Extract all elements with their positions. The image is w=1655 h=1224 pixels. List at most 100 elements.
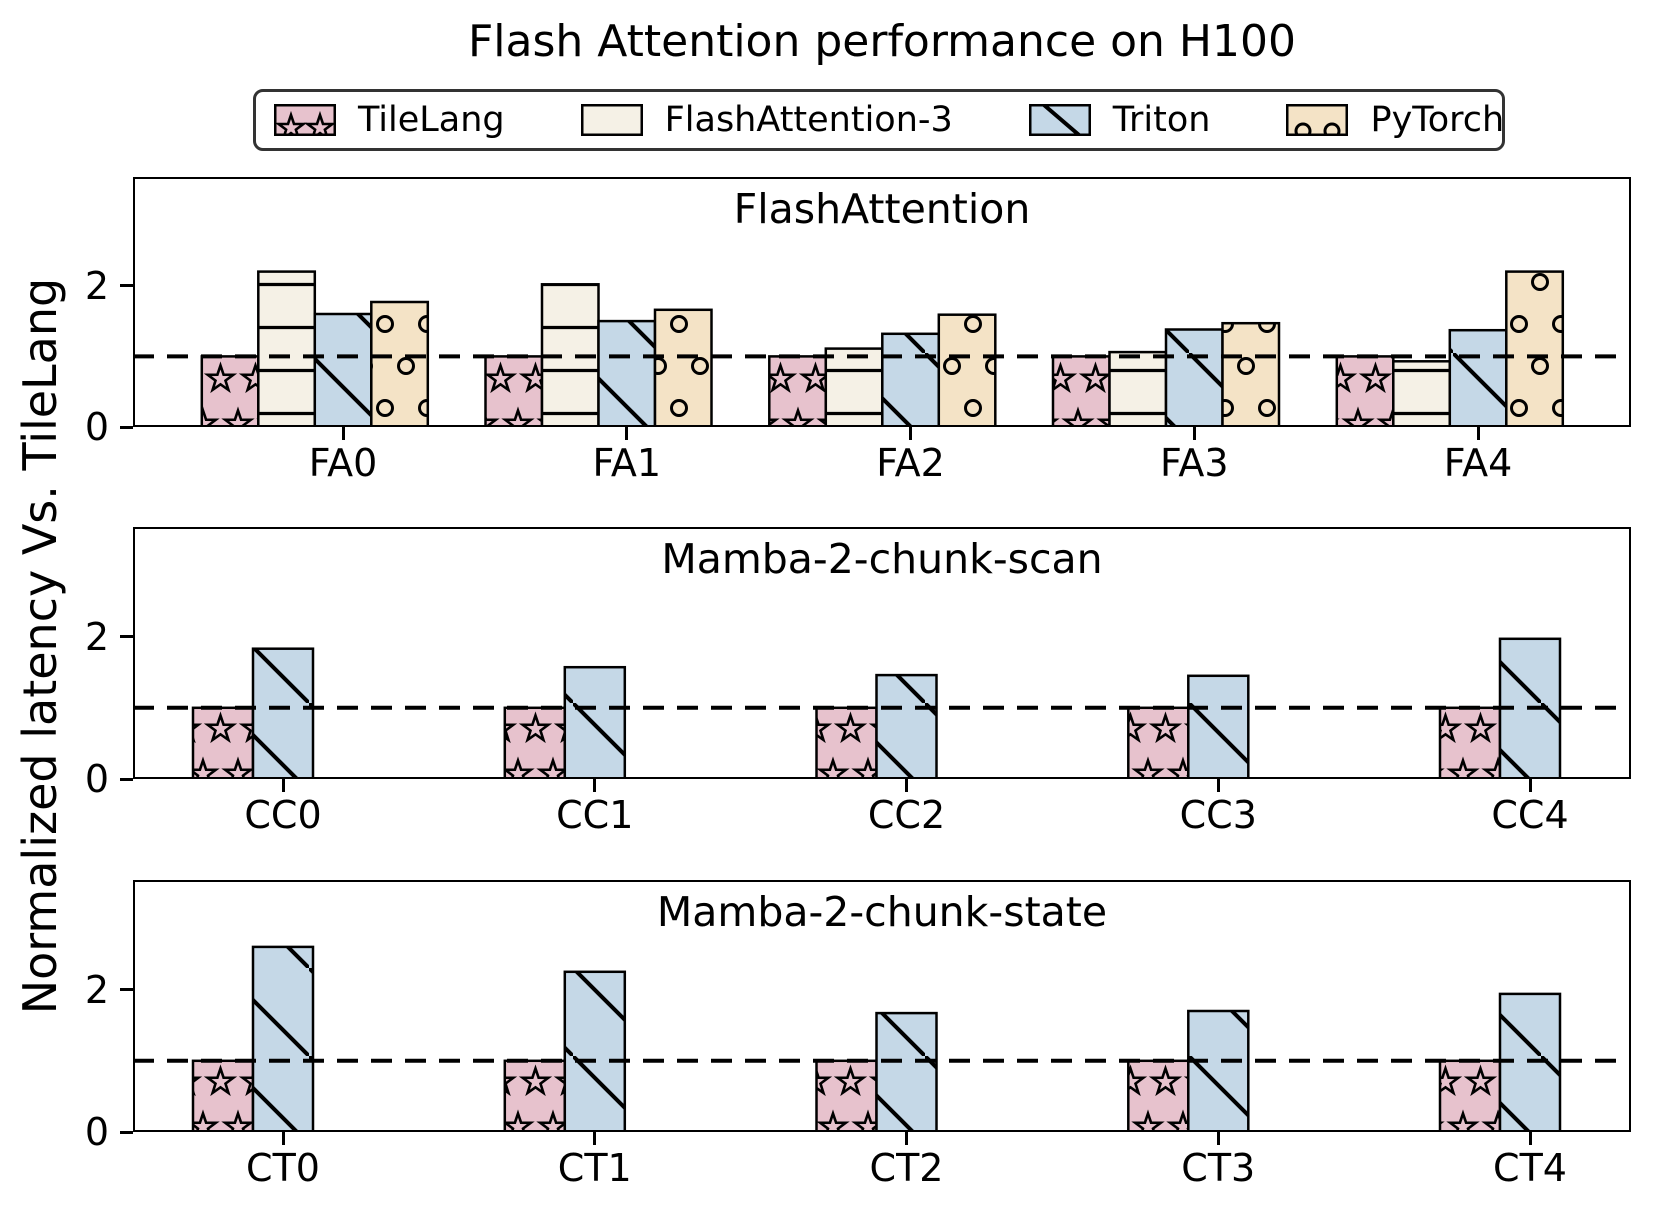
x-tick-mark xyxy=(1476,427,1480,440)
y-tick-label: 0 xyxy=(84,1110,109,1154)
bar-CT0-TileLang xyxy=(191,1059,255,1132)
bar-FA0-FlashAttention-3 xyxy=(257,270,317,427)
bar-FA0-Triton xyxy=(313,312,373,427)
legend-item-flashattention-3: FlashAttention-3 xyxy=(580,100,953,140)
bar-CT4-TileLang xyxy=(1438,1059,1502,1132)
bar-CT0-Triton xyxy=(251,945,315,1132)
legend-item-triton: Triton xyxy=(1028,100,1211,140)
bar-FA0-PyTorch xyxy=(370,300,430,427)
bar-FA4-Triton xyxy=(1448,328,1508,427)
bar-CC3-Triton xyxy=(1187,674,1250,779)
bar-FA4-TileLang xyxy=(1335,355,1395,427)
plot-frame-flashattention xyxy=(133,177,1631,427)
bar-FA1-Triton xyxy=(597,319,657,427)
legend-label: PyTorch xyxy=(1370,100,1505,140)
legend-item-pytorch: PyTorch xyxy=(1286,100,1504,140)
plot-area-mamba-2-chunk-scan xyxy=(133,637,1631,779)
bar-FA2-Triton xyxy=(881,332,941,427)
plot-frame-mamba-2-chunk-state xyxy=(133,880,1631,1132)
x-tick-label-FA2: FA2 xyxy=(876,441,945,485)
chart-title: Flash Attention performance on H100 xyxy=(468,16,1296,67)
y-tick-mark xyxy=(120,1130,133,1134)
x-tick-mark xyxy=(341,427,345,440)
bar-CT3-TileLang xyxy=(1127,1059,1190,1132)
subplot-title-mamba-2-chunk-scan: Mamba-2-chunk-scan xyxy=(661,535,1103,583)
bar-FA2-PyTorch xyxy=(937,313,997,427)
x-tick-label-FA1: FA1 xyxy=(592,441,662,485)
plot-area-flashattention xyxy=(133,270,1631,427)
x-tick-label-CC0: CC0 xyxy=(244,793,322,837)
bar-FA2-TileLang xyxy=(768,355,828,427)
x-tick-label-CC2: CC2 xyxy=(867,793,946,837)
subplot-title-flashattention: FlashAttention xyxy=(733,185,1031,233)
x-tick-mark xyxy=(625,427,629,440)
bar-FA4-FlashAttention-3 xyxy=(1392,360,1452,427)
bar-CT3-Triton xyxy=(1187,1009,1250,1132)
x-tick-label-CT0: CT0 xyxy=(246,1146,320,1190)
y-tick-label: 2 xyxy=(84,263,109,308)
bar-CC1-TileLang xyxy=(503,706,567,779)
plot-area-mamba-2-chunk-state xyxy=(133,945,1631,1132)
y-tick-mark xyxy=(120,777,133,781)
legend-swatch-diag-icon xyxy=(1028,104,1091,136)
y-tick-mark xyxy=(120,988,133,992)
x-tick-mark xyxy=(593,1132,597,1145)
x-tick-label-CT2: CT2 xyxy=(869,1146,944,1190)
bar-CC2-Triton xyxy=(875,673,938,779)
legend-swatch-hlines-icon xyxy=(580,104,643,136)
x-tick-label-FA3: FA3 xyxy=(1159,441,1229,485)
legend-label: FlashAttention-3 xyxy=(664,100,953,140)
y-tick-label: 2 xyxy=(84,614,109,659)
x-tick-label-FA4: FA4 xyxy=(1443,441,1513,485)
y-tick-mark xyxy=(120,635,133,639)
bar-FA3-FlashAttention-3 xyxy=(1108,350,1168,427)
bar-FA1-TileLang xyxy=(484,355,544,427)
x-tick-mark xyxy=(905,779,908,792)
legend-label: Triton xyxy=(1112,100,1211,140)
x-tick-label-CC4: CC4 xyxy=(1491,793,1569,837)
legend-item-tilelang: TileLang xyxy=(274,100,505,140)
plot-frame-mamba-2-chunk-scan xyxy=(133,527,1631,779)
bar-CT1-Triton xyxy=(563,970,627,1132)
bar-CC2-TileLang xyxy=(815,706,878,779)
bar-CC0-TileLang xyxy=(191,706,255,779)
legend-swatch-circles-icon xyxy=(1286,104,1349,136)
bar-CC0-Triton xyxy=(251,647,315,779)
x-tick-mark xyxy=(909,427,912,440)
y-tick-mark xyxy=(120,284,133,288)
bar-CC1-Triton xyxy=(563,665,627,779)
bar-FA1-FlashAttention-3 xyxy=(540,283,600,427)
bar-FA4-PyTorch xyxy=(1505,270,1565,427)
x-tick-mark xyxy=(1528,779,1532,792)
bar-CT4-Triton xyxy=(1498,992,1562,1132)
bar-FA1-PyTorch xyxy=(653,308,713,427)
bar-FA2-FlashAttention-3 xyxy=(824,347,884,427)
x-tick-label-CT1: CT1 xyxy=(557,1146,632,1190)
x-tick-mark xyxy=(281,1132,285,1145)
bar-CT1-TileLang xyxy=(503,1059,567,1132)
x-tick-label-CC1: CC1 xyxy=(556,793,634,837)
bar-CT2-TileLang xyxy=(815,1059,878,1132)
x-tick-label-CT3: CT3 xyxy=(1181,1146,1256,1190)
legend-swatch-star-icon xyxy=(274,104,336,136)
bar-FA3-PyTorch xyxy=(1221,321,1281,427)
bar-CC3-TileLang xyxy=(1127,706,1190,779)
y-tick-label: 0 xyxy=(84,405,109,449)
bar-FA3-TileLang xyxy=(1051,355,1111,427)
legend-label: TileLang xyxy=(358,100,505,140)
x-tick-mark xyxy=(1216,779,1220,792)
x-tick-label-CC3: CC3 xyxy=(1179,793,1257,837)
subplot-title-mamba-2-chunk-state: Mamba-2-chunk-state xyxy=(656,888,1108,936)
x-tick-mark xyxy=(1192,427,1196,440)
bar-CT2-Triton xyxy=(875,1011,938,1132)
y-tick-label: 2 xyxy=(84,967,109,1012)
x-tick-label-CT4: CT4 xyxy=(1493,1146,1567,1190)
x-tick-mark xyxy=(281,779,285,792)
y-tick-label: 0 xyxy=(84,757,109,801)
x-tick-mark xyxy=(1528,1132,1532,1145)
x-tick-label-FA0: FA0 xyxy=(308,441,378,485)
y-tick-mark xyxy=(120,425,133,429)
x-tick-mark xyxy=(1216,1132,1220,1145)
x-tick-mark xyxy=(905,1132,908,1145)
legend: TileLang FlashAttention-3 Triton xyxy=(253,89,1505,151)
